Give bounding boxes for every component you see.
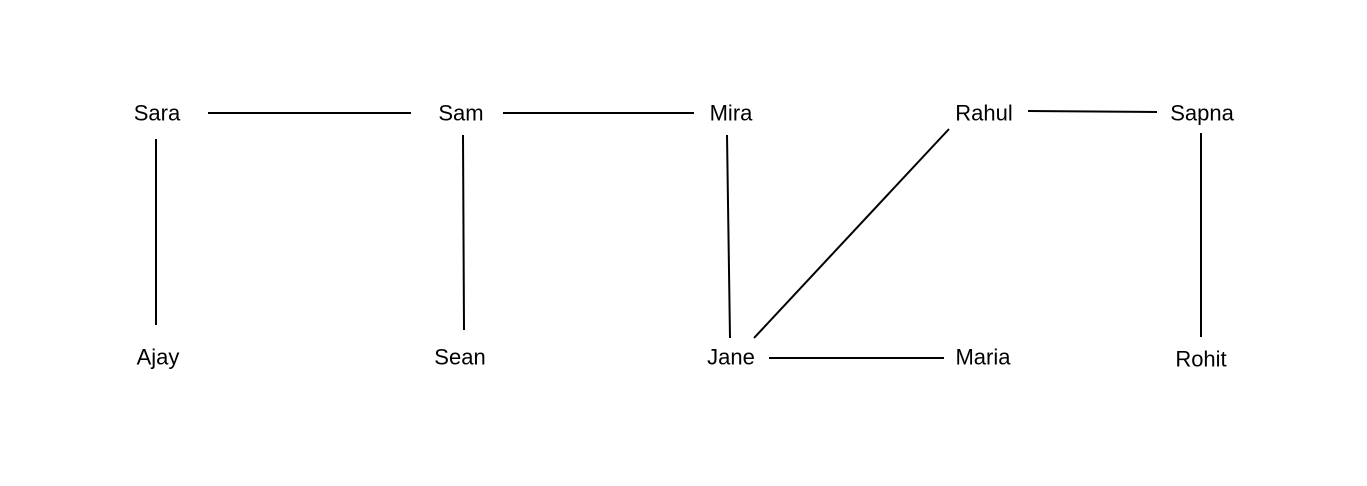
node-label-ajay: Ajay — [137, 345, 180, 370]
node-label-maria: Maria — [955, 345, 1011, 370]
node-label-sean: Sean — [434, 345, 485, 370]
node-label-rahul: Rahul — [955, 101, 1012, 126]
edge-rahul-sapna — [1027, 110, 1158, 113]
edge-sam-sean — [462, 134, 465, 331]
node-label-jane: Jane — [707, 345, 755, 370]
edge-rahul-jane — [753, 128, 950, 339]
edge-mira-jane — [726, 134, 731, 339]
node-label-sam: Sam — [438, 101, 483, 126]
node-label-mira: Mira — [710, 101, 754, 126]
node-label-sara: Sara — [134, 101, 181, 126]
node-label-sapna: Sapna — [1170, 101, 1234, 126]
node-label-rohit: Rohit — [1175, 347, 1226, 372]
